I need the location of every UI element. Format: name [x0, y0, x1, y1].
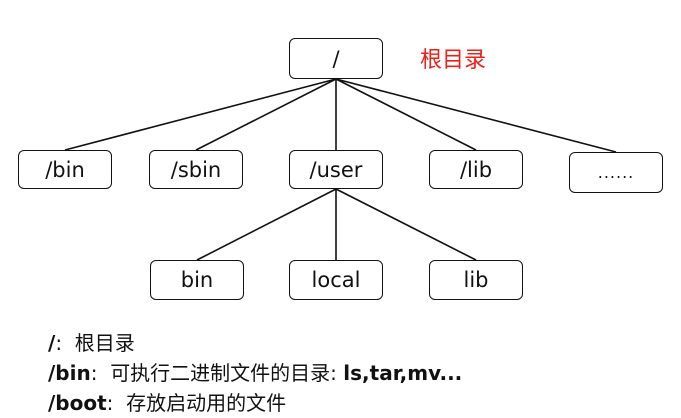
- edge-root-sbin: [195, 78, 337, 151]
- node-sbin-label: /sbin: [170, 157, 222, 182]
- node-more: ......: [569, 152, 663, 193]
- legend-key: /boot: [48, 391, 107, 415]
- legend-desc: 可执行二进制文件的目录:: [110, 361, 337, 385]
- node-user-lib: lib: [429, 260, 523, 300]
- legend-key: /bin: [48, 361, 91, 385]
- legend: /: 根目录 /bin: 可执行二进制文件的目录: ls,tar,mv... /…: [48, 328, 678, 418]
- root-annotation: 根目录: [420, 48, 487, 73]
- legend-line-bin: /bin: 可执行二进制文件的目录: ls,tar,mv...: [48, 358, 678, 388]
- edge-user-lib: [335, 188, 477, 261]
- node-user-bin-label: bin: [180, 268, 214, 292]
- tree-connectors: [64, 78, 617, 261]
- edge-root-lib: [335, 78, 477, 151]
- legend-desc: 存放启动用的文件: [126, 391, 287, 415]
- legend-sep: :: [106, 391, 114, 415]
- legend-line-root: /: 根目录: [48, 328, 678, 358]
- node-user-local: local: [289, 260, 383, 300]
- legend-sep: :: [90, 361, 98, 385]
- node-lib-label: /lib: [459, 157, 493, 182]
- node-root: /: [289, 38, 383, 79]
- legend-sep: :: [55, 331, 63, 355]
- node-sbin: /sbin: [149, 150, 243, 189]
- node-bin: /bin: [18, 150, 112, 189]
- edge-user-bin: [196, 188, 337, 261]
- legend-desc: 根目录: [74, 331, 135, 355]
- node-user-bin: bin: [150, 260, 244, 300]
- edge-root-more: [335, 78, 617, 153]
- legend-line-boot: /boot: 存放启动用的文件: [48, 388, 678, 418]
- node-user-label: /user: [309, 157, 363, 182]
- node-user-local-label: local: [311, 268, 361, 292]
- node-lib: /lib: [429, 150, 523, 189]
- node-user-lib-label: lib: [463, 268, 489, 292]
- legend-key: /: [48, 331, 56, 355]
- node-root-label: /: [332, 46, 340, 71]
- node-more-label: ......: [597, 163, 635, 182]
- legend-extra: ls,tar,mv...: [343, 361, 463, 385]
- node-user: /user: [289, 150, 383, 189]
- edge-root-bin: [64, 78, 337, 151]
- node-bin-label: /bin: [45, 157, 85, 182]
